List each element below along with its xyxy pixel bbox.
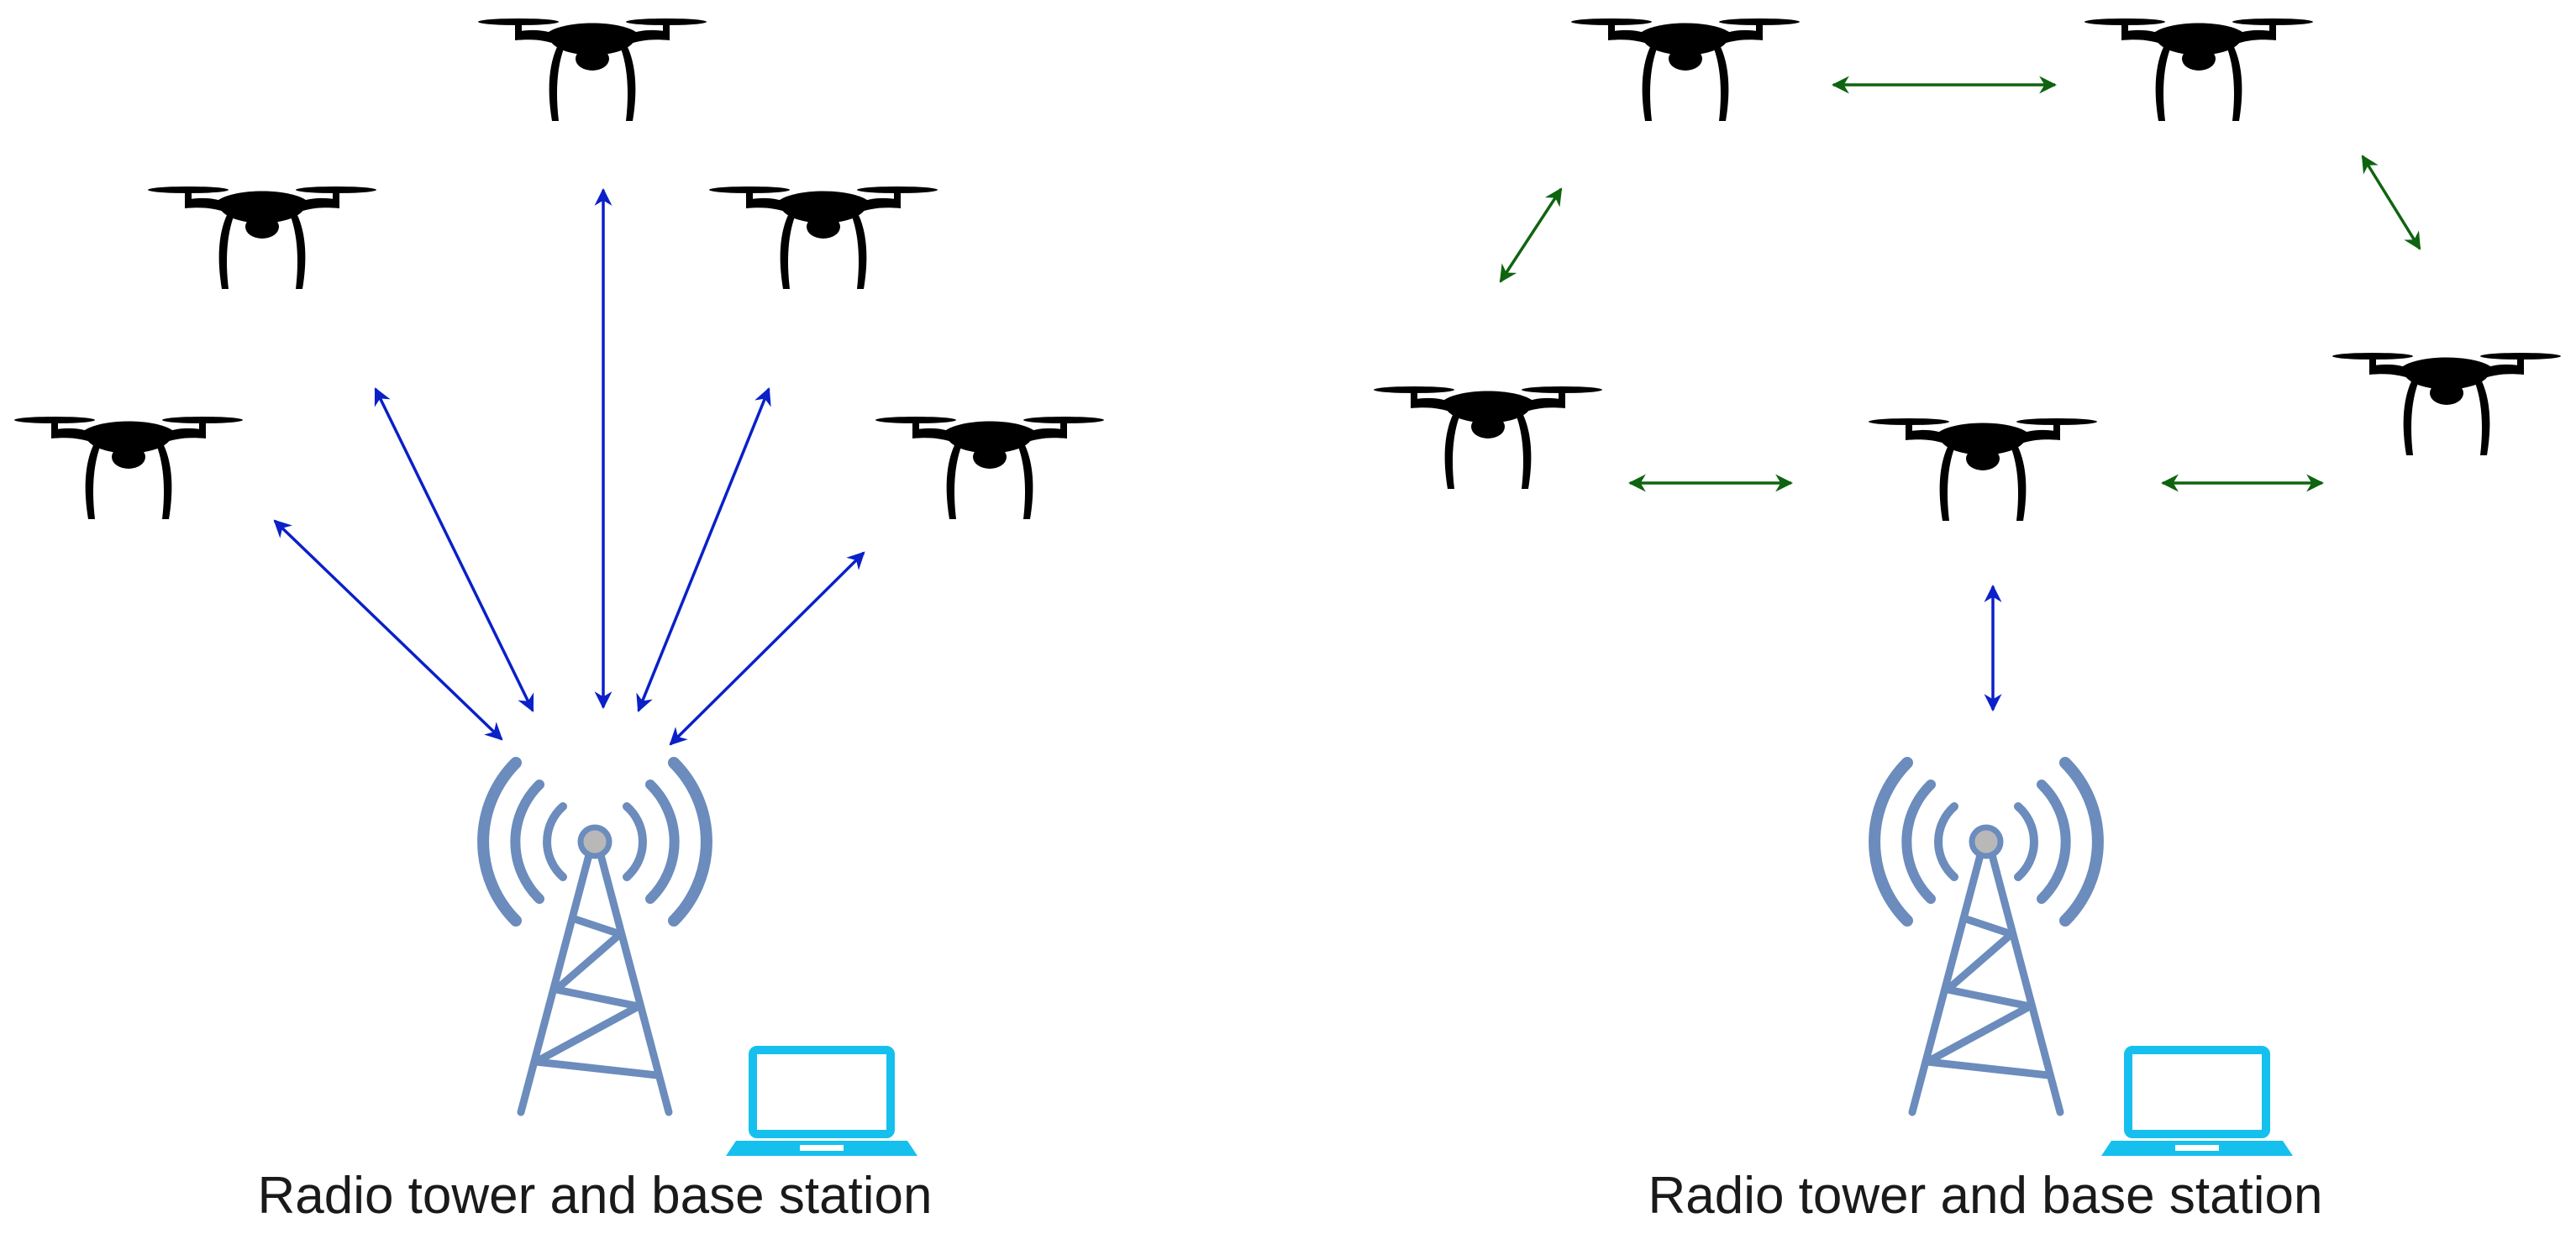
drone-icon xyxy=(1374,386,1602,489)
drone-icon xyxy=(2332,353,2561,455)
laptop-icon xyxy=(726,1050,917,1156)
drone-icon xyxy=(1571,18,1800,121)
drone-icon xyxy=(14,417,243,519)
drone-icon xyxy=(1869,418,2097,521)
caption-left: Radio tower and base station xyxy=(257,1167,933,1225)
link-arrow xyxy=(2361,155,2421,250)
link-arrow xyxy=(669,551,865,746)
link-arrow xyxy=(374,387,534,712)
panel-centralized xyxy=(14,18,1104,1156)
drone-icon xyxy=(478,18,707,121)
panel-mesh xyxy=(1374,18,2561,1156)
radio-tower-icon xyxy=(483,763,707,1112)
drone-icon xyxy=(875,417,1104,519)
radio-tower-icon xyxy=(1874,763,2098,1112)
drone-icon xyxy=(709,186,938,289)
link-arrow xyxy=(1499,187,1563,283)
laptop-icon xyxy=(2101,1050,2293,1156)
peer-links xyxy=(1499,76,2421,492)
link-arrow xyxy=(273,519,503,741)
drone-icon xyxy=(148,186,376,289)
ground-links xyxy=(273,187,865,746)
caption-right: Radio tower and base station xyxy=(1648,1167,2323,1225)
drone-icon xyxy=(2084,18,2313,121)
link-arrow xyxy=(636,387,771,712)
